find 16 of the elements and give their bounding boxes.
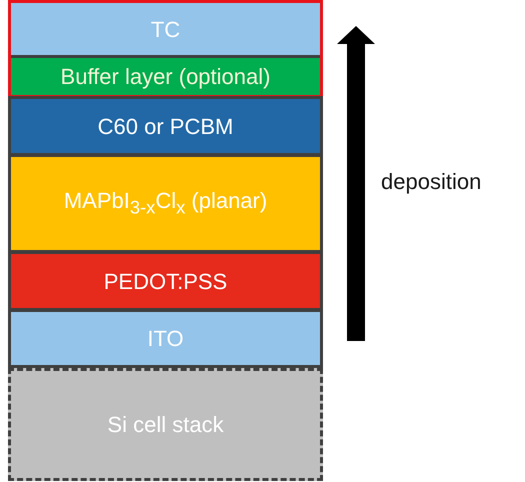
layer-label: Buffer layer (optional) xyxy=(60,64,270,89)
layer-label: ITO xyxy=(147,326,184,351)
layer-label: C60 or PCBM xyxy=(98,114,234,138)
pedot-layer xyxy=(8,251,323,311)
layer-label: PEDOT:PSS xyxy=(104,268,228,294)
direction-label: deposition xyxy=(381,169,482,194)
buffer-layer xyxy=(11,58,320,95)
layer-label: MAPbI$_{3-x}$Cl$_{x}$ (planar) xyxy=(64,188,268,220)
layer-label: TC xyxy=(150,16,180,42)
si-cell-layer xyxy=(8,368,323,481)
layer-label: Si cell stack xyxy=(107,412,224,437)
perovskite-layer xyxy=(8,154,323,253)
ito-layer xyxy=(8,309,323,368)
fullerene-layer xyxy=(8,96,323,156)
tc-layer xyxy=(11,3,320,58)
highlight-frame xyxy=(8,0,323,98)
